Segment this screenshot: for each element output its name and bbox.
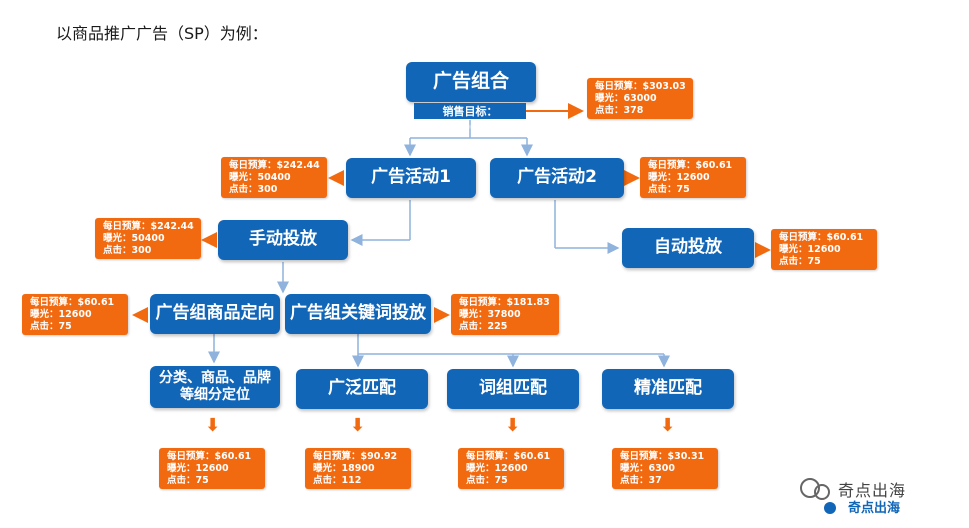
campaign1-node: 广告活动1: [346, 158, 476, 198]
manual-node: 手动投放: [218, 220, 348, 260]
impressions-text: 曝光：6300: [620, 463, 675, 474]
stats-keyword: 每日预算：$181.83 曝光：37800 点击：225: [451, 294, 559, 335]
budget-text: 每日预算：$242.44: [229, 160, 320, 171]
impressions-text: 曝光：50400: [229, 172, 291, 183]
stats-category: 每日预算：$60.61 曝光：12600 点击：75: [159, 448, 265, 489]
category-line2: 等细分定位: [180, 387, 250, 403]
stats-combo: 每日预算：$303.03 曝光：63000 点击：378: [587, 78, 693, 119]
clicks-text: 点击：300: [229, 184, 278, 195]
down-arrow-icon: ⬇: [660, 415, 676, 436]
impressions-text: 曝光：12600: [167, 463, 229, 474]
clicks-text: 点击：225: [459, 321, 508, 332]
impressions-text: 曝光：12600: [466, 463, 528, 474]
category-line1: 分类、商品、品牌: [159, 369, 271, 386]
budget-text: 每日预算：$242.44: [103, 221, 194, 232]
clicks-text: 点击：112: [313, 475, 362, 486]
stats-product: 每日预算：$60.61 曝光：12600 点击：75: [22, 294, 128, 335]
clicks-text: 点击：37: [620, 475, 662, 486]
down-arrow-icon: ⬇: [505, 415, 521, 436]
phrase-match-node: 词组匹配: [447, 369, 579, 409]
budget-text: 每日预算：$60.61: [648, 160, 733, 171]
campaign2-node: 广告活动2: [490, 158, 624, 198]
category-node: 分类、商品、品牌 等细分定位: [150, 366, 280, 408]
intro-text: 以商品推广广告（SP）为例：: [56, 24, 268, 43]
impressions-text: 曝光：50400: [103, 233, 165, 244]
down-arrow-icon: ⬇: [205, 415, 221, 436]
sales-target-label: 销售目标：$10000: [414, 103, 526, 134]
clicks-text: 点击：75: [167, 475, 209, 486]
clicks-text: 点击：378: [595, 105, 644, 116]
clicks-text: 点击：75: [466, 475, 508, 486]
impressions-text: 曝光：37800: [459, 309, 521, 320]
budget-text: 每日预算：$60.61: [779, 232, 864, 243]
budget-text: 每日预算：$90.92: [313, 451, 398, 462]
stats-broad: 每日预算：$90.92 曝光：18900 点击：112: [305, 448, 411, 489]
impressions-text: 曝光：12600: [648, 172, 710, 183]
down-arrow-icon: ⬇: [350, 415, 366, 436]
ad-group-combo-node: 广告组合: [406, 62, 536, 102]
stats-phrase: 每日预算：$60.61 曝光：12600 点击：75: [458, 448, 564, 489]
clicks-text: 点击：300: [103, 245, 152, 256]
budget-text: 每日预算：$60.61: [466, 451, 551, 462]
budget-text: 每日预算：$60.61: [167, 451, 252, 462]
stats-campaign1: 每日预算：$242.44 曝光：50400 点击：300: [221, 157, 327, 198]
stats-auto: 每日预算：$60.61 曝光：12600 点击：75: [771, 229, 877, 270]
impressions-text: 曝光：12600: [779, 244, 841, 255]
budget-text: 每日预算：$60.61: [30, 297, 115, 308]
watermark-text: 奇点出海: [838, 481, 907, 500]
stats-exact: 每日预算：$30.31 曝光：6300 点击：37: [612, 448, 718, 489]
keyword-targeting-node: 广告组关键词投放: [285, 294, 431, 334]
clicks-text: 点击：75: [779, 256, 821, 267]
impressions-text: 曝光：63000: [595, 93, 657, 104]
product-targeting-node: 广告组商品定向: [150, 294, 280, 334]
broad-match-node: 广泛匹配: [296, 369, 428, 409]
watermark-brand: 奇点出海: [848, 501, 901, 516]
clicks-text: 点击：75: [30, 321, 72, 332]
impressions-text: 曝光：18900: [313, 463, 375, 474]
exact-match-node: 精准匹配: [602, 369, 734, 409]
budget-text: 每日预算：$30.31: [620, 451, 705, 462]
watermark-logo: [800, 478, 836, 514]
stats-campaign2: 每日预算：$60.61 曝光：12600 点击：75: [640, 157, 746, 198]
budget-text: 每日预算：$303.03: [595, 81, 686, 92]
budget-text: 每日预算：$181.83: [459, 297, 550, 308]
impressions-text: 曝光：12600: [30, 309, 92, 320]
clicks-text: 点击：75: [648, 184, 690, 195]
auto-node: 自动投放: [622, 228, 754, 268]
stats-manual: 每日预算：$242.44 曝光：50400 点击：300: [95, 218, 201, 259]
